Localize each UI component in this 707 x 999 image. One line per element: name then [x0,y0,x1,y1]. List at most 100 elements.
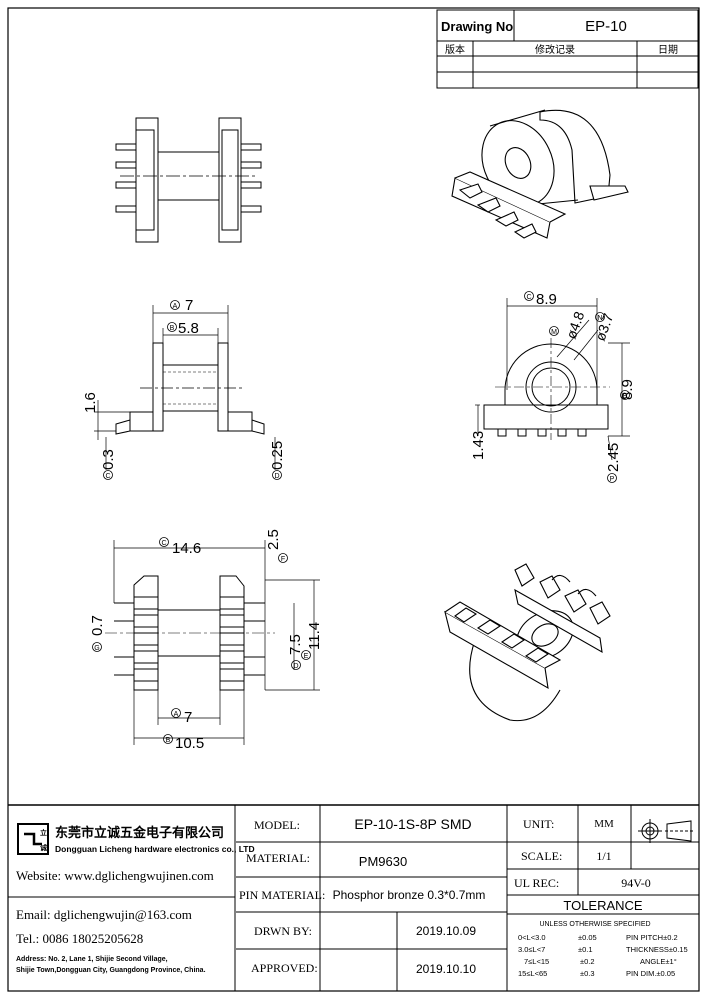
dim-bottom-0-7: 0.7 [89,615,106,636]
tag-bottom-c: C [161,540,166,547]
tolerance-range: 7≤L<15 [524,957,549,966]
tag-bottom-f: F [281,556,285,563]
svg-text:立: 立 [40,828,47,837]
dim-side-0-25: 0.25 [269,441,286,470]
tolerance-subtitle: UNLESS OTHERWISE SPECIFIED [539,921,650,928]
tag-d: D [274,473,279,480]
tolerance-title: TOLERANCE [563,898,643,913]
bottom-view-labels: C 14.6 2.5 F G 0.7 D 7.5 E 11.4 A 7 B 10… [89,529,323,752]
tolerance-value: ±0.2 [580,957,595,966]
tolerance-spec: PIN DIM.±0.05 [626,969,675,978]
bottom-view-dimensions [113,540,320,745]
side-view-dimensions [94,305,276,470]
dim-bottom-2-5: 2.5 [265,529,282,550]
dim-bottom-10-5: 10.5 [175,735,204,752]
company-email: Email: dglichengwujin@163.com [16,907,192,922]
tolerance-row: 7≤L<15 ±0.2 ANGLE±1° [524,957,677,966]
tag-front-p: P [610,476,615,483]
tolerance-range: 0<L<3.0 [518,933,546,942]
scale-label: SCALE: [521,849,562,863]
drawing-no: EP-10 [585,18,627,35]
tag-front-e: E [623,393,628,400]
approved-label: APPROVED: [251,961,318,975]
dim-front-d48: ø4.8 [563,309,588,341]
bobbin-front-view [483,338,610,440]
tag-a: A [173,303,178,310]
bobbin-iso-view-top [451,109,629,239]
tag-bottom-g: G [94,645,99,652]
dim-bottom-7: 7 [184,709,192,726]
tag-front-c: C [526,294,531,301]
company-address-1: Address: No. 2, Lane 1, Shijie Second Vi… [16,956,168,963]
dim-bottom-11-4: 11.4 [306,622,323,650]
bobbin-top-view [115,117,262,243]
col-change: 修改记录 [535,43,575,56]
company-name-cn: 东莞市立诚五金电子有限公司 [55,825,224,840]
tag-bottom-b: B [166,737,171,744]
tag-bottom-e: E [304,653,309,660]
company-logo: 立 诚 [17,823,49,855]
pin-material-label: PIN MATERIAL: [239,888,325,902]
tag-front-m: M [551,329,557,336]
dim-side-0-3: 0.3 [100,449,117,470]
sheet-border [7,7,700,992]
company-tel: Tel.: 0086 18025205628 [16,931,143,946]
approved-date: 2019.10.10 [416,962,476,976]
col-version: 版本 [445,43,465,56]
dim-front-8-9: 8.9 [536,291,557,308]
tag-front-n: N [597,315,602,322]
tolerance-value: ±0.05 [578,933,597,942]
tag-c: C [105,473,110,480]
front-view-dimensions [475,298,630,461]
ul-label: UL REC: [514,876,559,890]
tolerance-range: 15≤L<65 [518,969,547,978]
dim-front-2-45: 2.45 [605,443,622,472]
tag-bottom-d: D [293,663,298,670]
company-website: Website: www.dglichengwujinen.com [16,868,214,883]
tolerance-spec: ANGLE±1° [640,957,677,966]
unit-label: UNIT: [523,817,554,831]
tolerance-value: ±0.3 [580,969,595,978]
svg-text:诚: 诚 [40,843,47,852]
dim-bottom-7-5: 7.5 [287,634,304,655]
bobbin-side-view [115,342,265,435]
bobbin-bottom-view [105,575,275,691]
company-name-en: Dongguan Licheng hardware electronics co… [55,844,255,854]
tolerance-range: 3.0≤L<7 [518,945,545,954]
tolerance-spec: THICKNESS±0.15 [626,945,688,954]
dim-side-5-8: 5.8 [178,320,199,337]
dim-bottom-14-6: 14.6 [172,540,201,557]
revision-block: Drawing No EP-10 版本 修改记录 日期 [436,9,699,89]
tolerance-row: 3.0≤L<7 ±0.1 THICKNESS±0.15 [518,945,688,954]
ul-value: 94V-0 [621,876,651,890]
tolerance-row: 15≤L<65 ±0.3 PIN DIM.±0.05 [518,969,675,978]
col-date: 日期 [658,44,678,56]
company-address-2: Shijie Town,Dongguan City, Guangdong Pro… [16,967,206,974]
dim-side-1-6: 1.6 [82,392,99,413]
dim-front-1-43: 1.43 [470,431,487,460]
material-value: PM9630 [359,854,407,869]
pin-material-value: Phosphor bronze 0.3*0.7mm [333,888,486,902]
tag-b: B [170,325,175,332]
drawn-date: 2019.10.09 [416,924,476,938]
unit-value: MM [594,818,614,830]
bobbin-iso-view-bottom [444,563,611,722]
title-block [8,804,699,991]
model-value: EP-10-1S-8P SMD [354,816,471,832]
tag-bottom-a: A [174,711,179,718]
company-info: 东莞市立诚五金电子有限公司 Dongguan Licheng hardware … [16,825,255,974]
dim-side-7: 7 [185,297,193,314]
tolerance-value: ±0.1 [578,945,593,954]
model-label: MODEL: [254,818,300,832]
tolerance-row: 0<L<3.0 ±0.05 PIN PITCH±0.2 [518,933,678,942]
tolerance-table: TOLERANCE UNLESS OTHERWISE SPECIFIED 0<L… [518,898,688,978]
tolerance-spec: PIN PITCH±0.2 [626,933,678,942]
projection-symbol-icon [638,819,694,843]
drawing-no-label: Drawing No [441,19,513,34]
scale-value: 1/1 [596,849,611,863]
side-view-labels: A 7 B 5.8 1.6 C 0.3 D 0.25 [82,297,286,480]
material-label: MATERIAL: [246,851,310,865]
title-block-fields: MODEL: EP-10-1S-8P SMD MATERIAL: PM9630 … [239,816,651,976]
dim-front-8-9-h: 8.9 [619,379,636,400]
